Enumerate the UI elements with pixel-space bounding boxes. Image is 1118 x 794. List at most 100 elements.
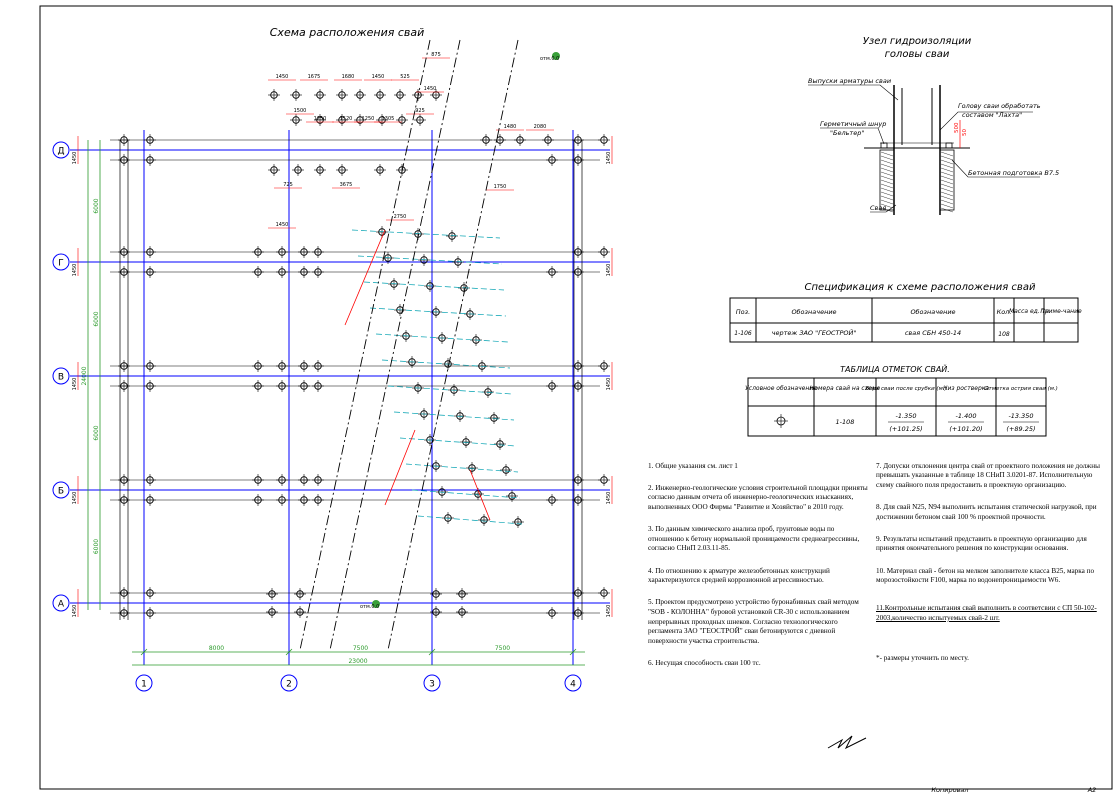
dim-top-4: 525 [400,74,410,80]
pile [276,474,288,486]
dim-top-7: 1250 [314,116,327,122]
hatch-line [880,163,894,169]
dim-top-11: 725 [283,182,293,188]
node-label-cord-1: Герметичный шнур [820,120,886,128]
diagonal-pile-row [375,333,509,343]
pile [314,89,326,101]
pile [144,246,156,258]
pile [298,246,310,258]
hatch-line [940,175,954,181]
pile [454,410,466,422]
pile [266,588,278,600]
pile [292,164,304,176]
note-3: 3. По данным химического анализа проб, г… [648,525,860,553]
pile [572,474,584,486]
skewed-axis [387,39,519,651]
pile [572,494,584,506]
dim-left-1: 6000 [93,311,100,326]
pile [598,474,610,486]
pile [312,266,324,278]
spec-header-designation: Обозначение [791,308,836,316]
pile [512,516,524,528]
axis-label-Б: Б [58,487,64,497]
pile [354,114,366,126]
hatch-line [880,171,894,177]
dim-top-1: 1675 [308,74,321,80]
pile [144,154,156,166]
axis-bubble-В [52,367,70,385]
note-asterisk: *- размеры уточнить по месту. [876,654,969,663]
pile [478,514,490,526]
marks-symbol-icon [774,414,788,428]
footer-format: А2 [1087,786,1097,794]
pile [546,266,558,278]
axis-label-В: В [58,373,64,383]
dim-top-9: 1250 [362,116,375,122]
hatch-line [940,203,954,209]
pile [298,266,310,278]
footer-copied: Копировал [931,786,968,794]
pile [466,462,478,474]
skewed-axis [329,39,461,651]
pile [118,134,130,146]
dim-bottom-1: 7500 [353,645,368,652]
marks-cell-tip-abs: (+89.25) [1006,425,1035,433]
hatch-line [880,175,894,181]
diagonal-pile-row [399,437,517,447]
pile [268,164,280,176]
spec-header-mass: Масса ед. тн [1009,308,1049,315]
marks-cell-bottom: -1.400 [956,412,977,420]
pile [376,114,388,126]
dim-side-2: 1450 [606,378,612,391]
hatch-line [880,199,894,205]
pile [456,588,468,600]
plan-title: Схема расположения свай [270,26,425,39]
skewed-axis [299,39,431,651]
dim-tick [140,648,148,656]
diagonal-pile-row [381,359,511,369]
dim-top-18: 2750 [394,214,407,220]
pile [572,154,584,166]
dim-side-0: 1450 [72,152,78,165]
spec-cell-pos: 1-106 [734,330,752,337]
note-9: 9. Результаты испытаний представить в пр… [876,534,1087,553]
ground-mark-label-1: отм.0.0 [360,604,379,610]
pile [482,386,494,398]
skewed-dim-line [384,429,416,506]
node-dim-50: 50 [962,129,968,136]
dim-side-3: 1450 [72,492,78,505]
pile [500,464,512,476]
node-label-cord-2: "Бельтер" [830,129,864,137]
pile [598,246,610,258]
dim-tick [428,648,436,656]
dim-side-3: 1450 [606,492,612,505]
pile [252,360,264,372]
pile-plan-diagonal-rows [299,39,523,651]
hatch-line [940,187,954,193]
pile-plan-piles [118,89,610,619]
axis-bubble-А [52,594,70,612]
pile [118,360,130,372]
dim-bottom-2: 7500 [495,645,510,652]
pile [546,494,558,506]
dim-top-8: 1520 [340,116,353,122]
axis-label-Г: Г [58,259,64,269]
pile [252,246,264,258]
pile [252,266,264,278]
node-title-line2: головы сваи [885,49,950,60]
axis-label-А: А [58,600,65,610]
pile [312,474,324,486]
marks-cell-tip: -13.350 [1008,412,1033,420]
pile [118,246,130,258]
diagonal-pile-row [393,411,515,421]
pile [598,587,610,599]
dim-side-2: 1450 [72,378,78,391]
node-label-head-2: составом "Лахта" [962,111,1022,119]
dim-bottom-0: 8000 [209,645,224,652]
pile [144,266,156,278]
hatch-line [940,171,954,177]
hatch-line [940,199,954,205]
dim-left-3: 6000 [93,539,100,554]
pile [546,380,558,392]
